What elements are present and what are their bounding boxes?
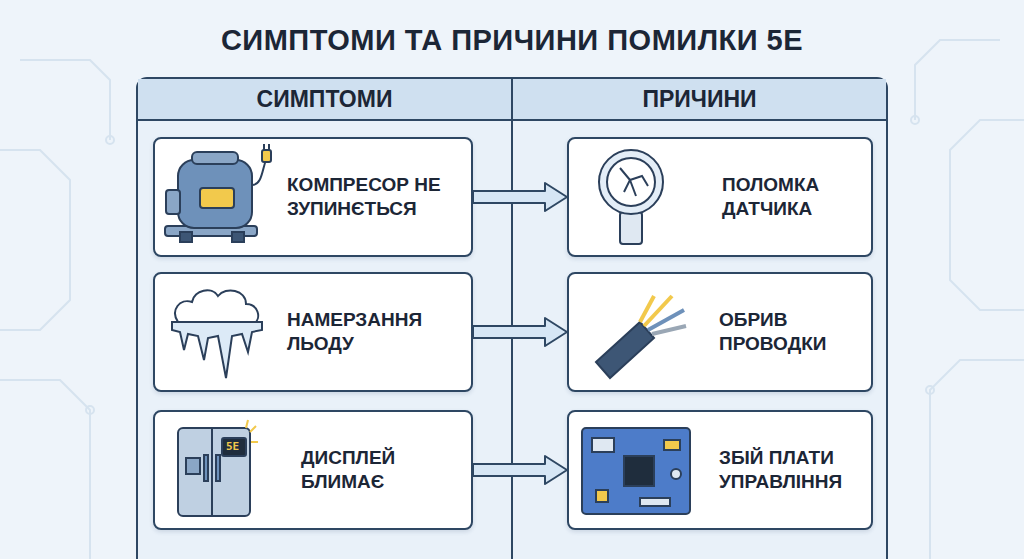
block-arrow bbox=[473, 456, 567, 484]
header-text: ПРИЧИНИ bbox=[642, 86, 756, 113]
text-box: ПОЛОМКА ДАТЧИКА bbox=[567, 137, 873, 257]
column-header: СИМПТОМИ bbox=[138, 79, 511, 119]
table-frame bbox=[137, 78, 887, 559]
text-box: ЗБІЙ ПЛАТИ УПРАВЛІННЯ bbox=[567, 410, 873, 530]
compressor-icon bbox=[165, 144, 271, 242]
ice-icon bbox=[172, 290, 262, 378]
box-text: ОБРИВ ПРОВОДКИ bbox=[719, 308, 869, 357]
circuit-decoration bbox=[0, 40, 1024, 559]
block-arrow bbox=[473, 183, 567, 211]
box-text: КОМПРЕСОР НЕ ЗУПИНЄТЬСЯ bbox=[287, 173, 469, 222]
circuit-board-icon bbox=[582, 428, 690, 514]
wire-icon bbox=[596, 296, 686, 378]
text-box: КОМПРЕСОР НЕ ЗУПИНЄТЬСЯ bbox=[153, 137, 473, 257]
text-box: ОБРИВ ПРОВОДКИ bbox=[567, 272, 873, 392]
fridge-icon bbox=[178, 420, 258, 516]
text-box: ДИСПЛЕЙ БЛИМАЄ bbox=[153, 410, 473, 530]
box-text: ЗБІЙ ПЛАТИ УПРАВЛІННЯ bbox=[719, 446, 869, 495]
box-text: НАМЕРЗАННЯ ЛЬОДУ bbox=[287, 308, 469, 357]
box-text: ПОЛОМКА ДАТЧИКА bbox=[722, 173, 872, 222]
block-arrow bbox=[473, 318, 567, 346]
box-text: ДИСПЛЕЙ БЛИМАЄ bbox=[301, 446, 471, 495]
diagram-title: СИМПТОМИ ТА ПРИЧИНИ ПОМИЛКИ 5Е bbox=[0, 24, 1024, 57]
sensor-icon bbox=[599, 150, 663, 244]
column-divider bbox=[511, 78, 513, 559]
column-header: ПРИЧИНИ bbox=[513, 79, 886, 119]
text-box: НАМЕРЗАННЯ ЛЬОДУ bbox=[153, 272, 473, 392]
header-rule bbox=[137, 119, 887, 121]
header-text: СИМПТОМИ bbox=[257, 86, 393, 113]
